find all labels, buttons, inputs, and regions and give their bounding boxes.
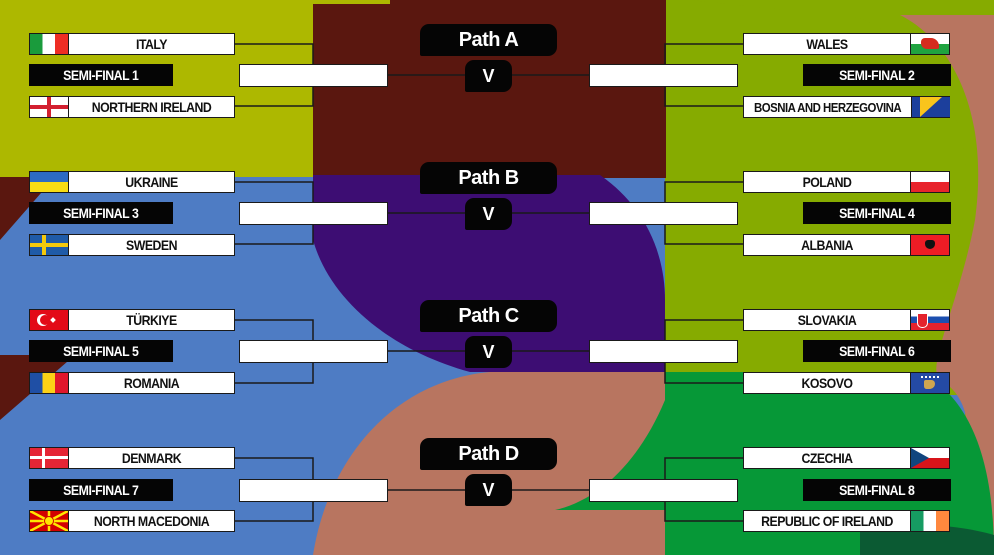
team-denmark[interactable]: DENMARK [29, 447, 235, 469]
semi-final-7-winner-slot[interactable] [239, 479, 388, 502]
team-ukraine[interactable]: UKRAINE [29, 171, 235, 193]
team-northern-ireland[interactable]: NORTHERN IRELAND [29, 96, 235, 118]
semi-final-2-winner-slot[interactable] [589, 64, 738, 87]
sweden-flag-icon [30, 235, 69, 255]
path-d-label: Path D [420, 438, 557, 470]
semi-final-text: SEMI-FINAL 4 [839, 205, 915, 221]
semi-final-5-winner-slot[interactable] [239, 340, 388, 363]
bosnia-flag-icon [911, 97, 951, 117]
team-bosnia-and-herzegovina[interactable]: BOSNIA AND HERZEGOVINA [743, 96, 951, 118]
semi-final-text: SEMI-FINAL 2 [839, 67, 915, 83]
semi-final-5-label: SEMI-FINAL 5 [29, 340, 173, 362]
path-c-vs: V [465, 336, 512, 368]
path-a-label: Path A [420, 24, 557, 56]
path-a-vs: V [465, 60, 512, 92]
turkiye-flag-icon [30, 310, 69, 330]
team-name: WALES [806, 36, 848, 52]
semi-final-text: SEMI-FINAL 6 [839, 343, 915, 359]
team-name: ITALY [136, 36, 167, 52]
semi-final-8-label: SEMI-FINAL 8 [803, 479, 951, 501]
team-name: BOSNIA AND HERZEGOVINA [754, 99, 902, 115]
semi-final-text: SEMI-FINAL 1 [63, 67, 139, 83]
semi-final-6-label: SEMI-FINAL 6 [803, 340, 951, 362]
team-name: NORTH MACEDONIA [93, 513, 210, 529]
semi-final-text: SEMI-FINAL 3 [63, 205, 139, 221]
northern-ireland-flag-icon [30, 97, 69, 117]
semi-final-text: SEMI-FINAL 7 [63, 482, 139, 498]
north-macedonia-flag-icon [30, 511, 69, 531]
team-slovakia[interactable]: SLOVAKIA [743, 309, 950, 331]
team-turkiye[interactable]: TÜRKIYE [29, 309, 235, 331]
czechia-flag-icon [910, 448, 949, 468]
semi-final-text: SEMI-FINAL 5 [63, 343, 139, 359]
path-d-vs: V [465, 474, 512, 506]
team-name: SWEDEN [126, 237, 177, 253]
slovakia-flag-icon [910, 310, 949, 330]
team-czechia[interactable]: CZECHIA [743, 447, 950, 469]
team-name: CZECHIA [801, 450, 853, 466]
path-b-vs: V [465, 198, 512, 230]
team-name: UKRAINE [125, 174, 178, 190]
romania-flag-icon [30, 373, 69, 393]
semi-final-4-winner-slot[interactable] [589, 202, 738, 225]
team-name: SLOVAKIA [797, 312, 857, 328]
semi-final-1-winner-slot[interactable] [239, 64, 388, 87]
team-name: DENMARK [121, 450, 182, 466]
team-north-macedonia[interactable]: NORTH MACEDONIA [29, 510, 235, 532]
team-name: POLAND [802, 174, 852, 190]
team-name: KOSOVO [801, 375, 853, 391]
team-albania[interactable]: ALBANIA [743, 234, 950, 256]
team-name: NORTHERN IRELAND [91, 99, 212, 115]
semi-final-2-label: SEMI-FINAL 2 [803, 64, 951, 86]
ukraine-flag-icon [30, 172, 69, 192]
team-kosovo[interactable]: KOSOVO [743, 372, 950, 394]
semi-final-6-winner-slot[interactable] [589, 340, 738, 363]
kosovo-flag-icon [910, 373, 949, 393]
ireland-flag-icon [910, 511, 949, 531]
denmark-flag-icon [30, 448, 69, 468]
semi-final-text: SEMI-FINAL 8 [839, 482, 915, 498]
italy-flag-icon [30, 34, 69, 54]
semi-final-8-winner-slot[interactable] [589, 479, 738, 502]
team-name: ROMANIA [123, 375, 180, 391]
semi-final-3-winner-slot[interactable] [239, 202, 388, 225]
semi-final-4-label: SEMI-FINAL 4 [803, 202, 951, 224]
albania-flag-icon [910, 235, 949, 255]
poland-flag-icon [910, 172, 949, 192]
team-name: ALBANIA [801, 237, 853, 253]
semi-final-7-label: SEMI-FINAL 7 [29, 479, 173, 501]
path-b-label: Path B [420, 162, 557, 194]
path-c-label: Path C [420, 300, 557, 332]
team-name: TÜRKIYE [126, 312, 177, 328]
team-poland[interactable]: POLAND [743, 171, 950, 193]
team-romania[interactable]: ROMANIA [29, 372, 235, 394]
team-republic-of-ireland[interactable]: REPUBLIC OF IRELAND [743, 510, 950, 532]
team-wales[interactable]: WALES [743, 33, 950, 55]
team-italy[interactable]: ITALY [29, 33, 235, 55]
wales-flag-icon [910, 34, 949, 54]
semi-final-1-label: SEMI-FINAL 1 [29, 64, 173, 86]
team-sweden[interactable]: SWEDEN [29, 234, 235, 256]
team-name: REPUBLIC OF IRELAND [761, 513, 893, 529]
semi-final-3-label: SEMI-FINAL 3 [29, 202, 173, 224]
